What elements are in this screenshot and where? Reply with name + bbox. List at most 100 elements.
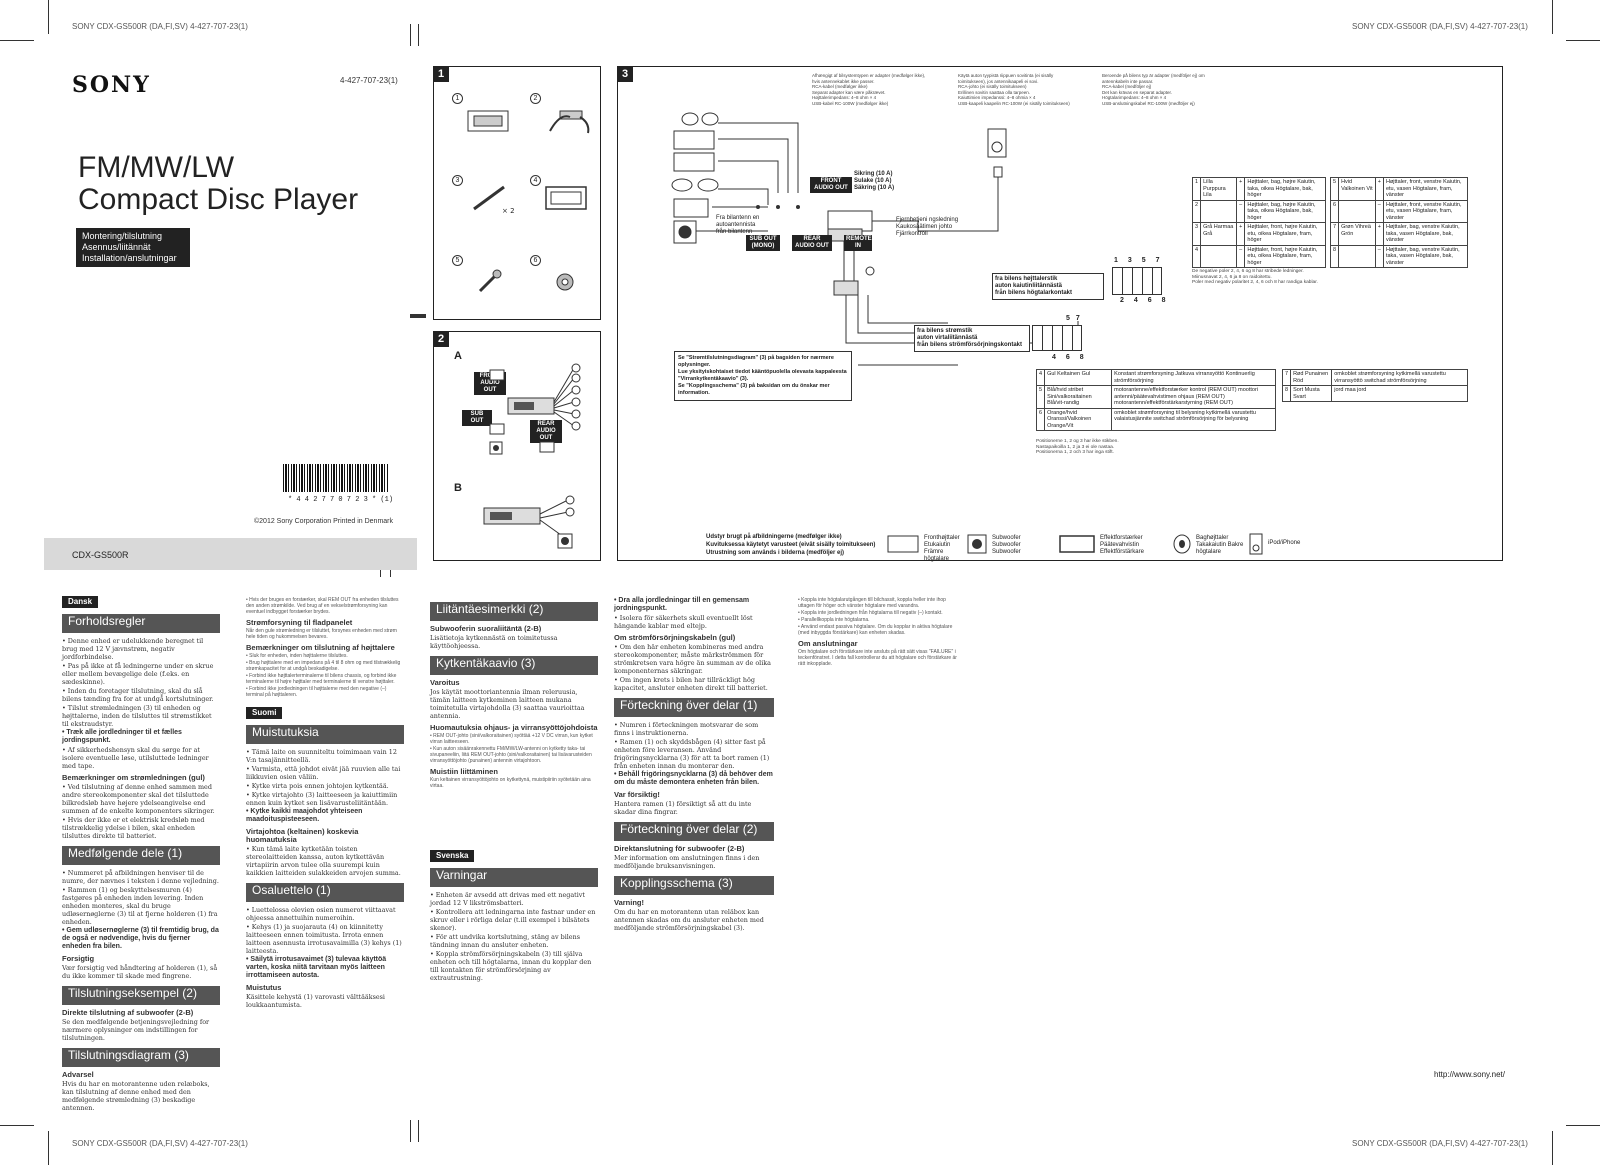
connection-diagram-b: [483, 495, 575, 549]
connector-top-pins: 1 3 5 7: [1114, 257, 1164, 264]
part-label: 5: [452, 255, 463, 266]
part-number: 4-427-707-23(1): [340, 76, 398, 85]
part-label: 4: [530, 175, 541, 186]
crop-mark: [1566, 1125, 1600, 1126]
legend-label: Effektforstærker Päätevahvistin Effektfö…: [1100, 535, 1144, 555]
section-a-label: A: [454, 350, 462, 362]
legend: Fronthøjttaler Etukaiutin Främre högtala…: [886, 533, 1496, 562]
page-title: FM/MW/LW Compact Disc Player: [78, 152, 358, 216]
section-header: Kopplingsschema (3): [614, 876, 774, 895]
section-header: Muistutuksia: [246, 725, 404, 744]
connector-bottom-pins: 2 4 6 8: [1120, 297, 1170, 304]
section-header: Medfølgende dele (1): [62, 846, 220, 865]
subwoofer-icon: [967, 534, 987, 554]
column-swedish-notes: • Koppla inte högtalarutgången till bilc…: [798, 597, 957, 667]
power-cable-illustration: [549, 110, 590, 134]
notes-danish: Afhængigt af bilsystemtypen er adapter (…: [812, 73, 926, 106]
subtitle-line: Montering/tilslutning: [82, 231, 163, 241]
panel-number: 3: [617, 66, 633, 82]
section-header: Varningar: [430, 868, 598, 887]
power-connector-top-pins: 57: [1066, 315, 1086, 322]
legend-label: Baghøjttaler Takakaiutin Bakre högtalare: [1196, 535, 1244, 555]
subtitle-line: Asennus/liitännät: [82, 242, 151, 252]
connection-diagram-a: [489, 363, 581, 455]
sony-logo: SONY: [72, 72, 151, 98]
column-danish-finnish: • Hvis der bruges en forstærker, skal RE…: [246, 596, 404, 1010]
notes-finnish: Käytä auton tyypistä riippuen sovitinta …: [958, 73, 1070, 106]
crop-mark: [1552, 1131, 1553, 1165]
panel-number: 2: [433, 331, 449, 347]
fold-mark: [410, 1120, 411, 1142]
title-line-2: Compact Disc Player: [78, 183, 359, 216]
section-header: Förteckning över delar (2): [614, 822, 774, 841]
protection-collar-illustration: [545, 186, 587, 210]
crop-mark: [1566, 40, 1600, 41]
amplifier-icon: [1059, 535, 1095, 553]
quantity-label: × 2: [502, 207, 515, 215]
power-connector: [1032, 325, 1082, 351]
barcode: [283, 464, 389, 492]
screw-illustration: [478, 269, 502, 293]
section-header: Förteckning över delar (1): [614, 698, 774, 717]
fold-mark: [410, 314, 426, 318]
section-header: Tilslutningsdiagram (3): [62, 1048, 220, 1067]
fold-mark: [410, 24, 411, 46]
header-left: SONY CDX-GS500R (DA,FI,SV) 4-427-707-23(…: [72, 22, 248, 31]
column-swedish: • Dra alla jordledningar till en gemensa…: [614, 597, 774, 932]
frame-part-illustration: [467, 110, 509, 132]
speaker-connector: [1112, 267, 1162, 295]
fold-mark: [380, 563, 381, 577]
part-label: 2: [530, 93, 541, 104]
fold-mark: [418, 1120, 419, 1142]
crop-mark: [0, 40, 34, 41]
footer-left: SONY CDX-GS500R (DA,FI,SV) 4-427-707-23(…: [72, 1139, 248, 1148]
bushing-illustration: [556, 273, 574, 291]
ipod-icon: [1249, 533, 1263, 555]
column-danish: Dansk Forholdsregler • Denne enhed er ud…: [62, 596, 220, 1112]
crop-mark: [1552, 0, 1553, 34]
legend-label: Fronthøjttaler Etukaiutin Främre högtala…: [924, 535, 960, 562]
crop-mark: [48, 0, 49, 34]
remote-in-tag: REMOTE IN: [844, 235, 872, 251]
front-speaker-icon: [887, 535, 919, 553]
rear-audio-out-tag: REAR AUDIO OUT: [530, 420, 562, 443]
header-right: SONY CDX-GS500R (DA,FI,SV) 4-427-707-23(…: [1352, 22, 1528, 31]
table-row: 6–Højttaler, front, venstre Kaiutin, etu…: [1329, 199, 1469, 223]
section-header: Kytkentäkaavio (3): [430, 656, 598, 675]
fuse-label: Sikring (10 A)Sulake (10 A)Säkring (10 A…: [854, 171, 895, 191]
panel-wiring-diagram: 3 Afhængigt af bilsystemtypen er adapter…: [617, 66, 1503, 562]
website-link[interactable]: http://www.sony.net/: [1434, 1070, 1505, 1079]
sub-out-tag: SUB OUT (MONO): [746, 235, 780, 251]
power-connector-bottom-pins: 4 6 8: [1052, 354, 1088, 361]
reference-note-box: Se "Strømtilslutningsdiagram" (3) på bag…: [674, 351, 852, 401]
notes-swedish: Beroende på bilens typ är adapter (medfö…: [1102, 73, 1205, 106]
legend-title: Udstyr brugt på afbildningerne (medfølge…: [706, 534, 876, 556]
section-b-label: B: [454, 482, 462, 494]
rear-speaker-icon: [1173, 534, 1191, 554]
table-row: 2–Højttaler, bag, højre Kaiutin, taka, o…: [1191, 199, 1326, 223]
subtitle-line: Installation/anslutningar: [82, 253, 177, 263]
release-key-illustration: [473, 185, 505, 211]
fold-mark: [390, 563, 391, 577]
crop-mark: [48, 1131, 49, 1165]
panel-connection-example: 2 A FRONT AUDIO OUT SUB OUT REAR AUDIO O…: [433, 331, 601, 561]
language-tag-swedish: Svenska: [430, 850, 475, 862]
section-header: Tilslutningseksempel (2): [62, 986, 220, 1005]
part-label: 3: [452, 175, 463, 186]
fold-mark: [418, 24, 419, 46]
language-tag-finnish: Suomi: [246, 707, 283, 719]
part-label: 6: [530, 255, 541, 266]
polarity-note: De negative poler 2, 4, 6 og 8 har strib…: [1192, 269, 1318, 286]
panel-parts-list: 1 1 2 3 4 5 6 × 2: [433, 66, 601, 320]
